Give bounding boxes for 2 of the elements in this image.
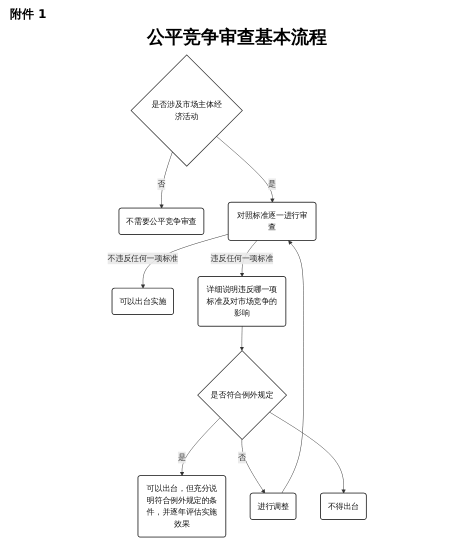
diagram-title: 公平竞争审查基本流程 <box>146 26 328 49</box>
attachment-label: 附件 1 <box>9 6 48 23</box>
